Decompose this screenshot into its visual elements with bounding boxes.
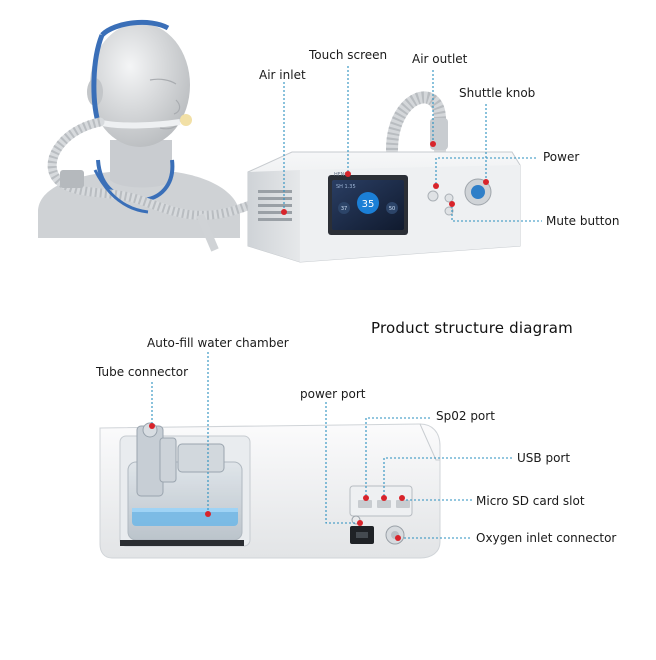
mute-button-lower bbox=[444, 206, 454, 216]
dot-air-inlet bbox=[281, 209, 287, 215]
label-power: Power bbox=[543, 150, 580, 164]
dot-power-port bbox=[357, 520, 363, 526]
diagram-title: Product structure diagram bbox=[371, 319, 573, 337]
label-auto-fill-water-chamber: Auto-fill water chamber bbox=[147, 336, 289, 350]
dot-sp02-port bbox=[363, 495, 369, 501]
label-mute-button: Mute button bbox=[546, 214, 620, 228]
dot-micro-sd bbox=[399, 495, 405, 501]
dot-air-outlet bbox=[430, 141, 436, 147]
screen-left-value: 37 bbox=[341, 206, 347, 212]
leader-power-port bbox=[325, 402, 358, 524]
screen-right-value: 50 bbox=[389, 206, 395, 212]
dot-tube-connector bbox=[149, 423, 155, 429]
label-micro-sd-card-slot: Micro SD card slot bbox=[476, 494, 585, 508]
dot-mute-button bbox=[449, 201, 455, 207]
device-side-view bbox=[99, 422, 441, 559]
device-front-view: HFNC SH 1.35 35 37 50 bbox=[247, 91, 521, 263]
mute-button bbox=[444, 193, 454, 203]
dot-auto-fill-water-chamber bbox=[205, 511, 211, 517]
leader-mute-button bbox=[451, 206, 542, 222]
dot-usb-port bbox=[381, 495, 387, 501]
label-tube-connector: Tube connector bbox=[96, 365, 189, 379]
breathing-tube bbox=[47, 117, 255, 252]
label-oxygen-inlet-connector: Oxygen inlet connector bbox=[476, 531, 617, 545]
leader-power bbox=[435, 157, 538, 184]
label-power-port: power port bbox=[300, 387, 366, 401]
screen-main-value: 35 bbox=[362, 199, 375, 210]
label-air-inlet: Air inlet bbox=[259, 68, 306, 82]
screen-main-gauge bbox=[357, 192, 379, 214]
dot-power bbox=[433, 183, 439, 189]
label-usb-port: USB port bbox=[517, 451, 571, 465]
label-sp02-port: Sp02 port bbox=[436, 409, 495, 423]
label-touch-screen: Touch screen bbox=[309, 48, 388, 62]
leader-usb-port bbox=[383, 457, 512, 496]
dot-shuttle-knob bbox=[483, 179, 489, 185]
power-button bbox=[427, 190, 439, 202]
shuttle-knob bbox=[471, 185, 485, 199]
screen-model: SH 1.35 bbox=[336, 184, 356, 190]
dot-touch-screen bbox=[345, 171, 351, 177]
leader-sp02-port bbox=[365, 417, 432, 496]
mannequin bbox=[38, 19, 240, 238]
label-shuttle-knob: Shuttle knob bbox=[459, 86, 536, 100]
water-level bbox=[132, 508, 238, 526]
screen-brand: HFNC bbox=[334, 172, 348, 178]
label-air-outlet: Air outlet bbox=[412, 52, 468, 66]
dot-oxygen-inlet bbox=[395, 535, 401, 541]
